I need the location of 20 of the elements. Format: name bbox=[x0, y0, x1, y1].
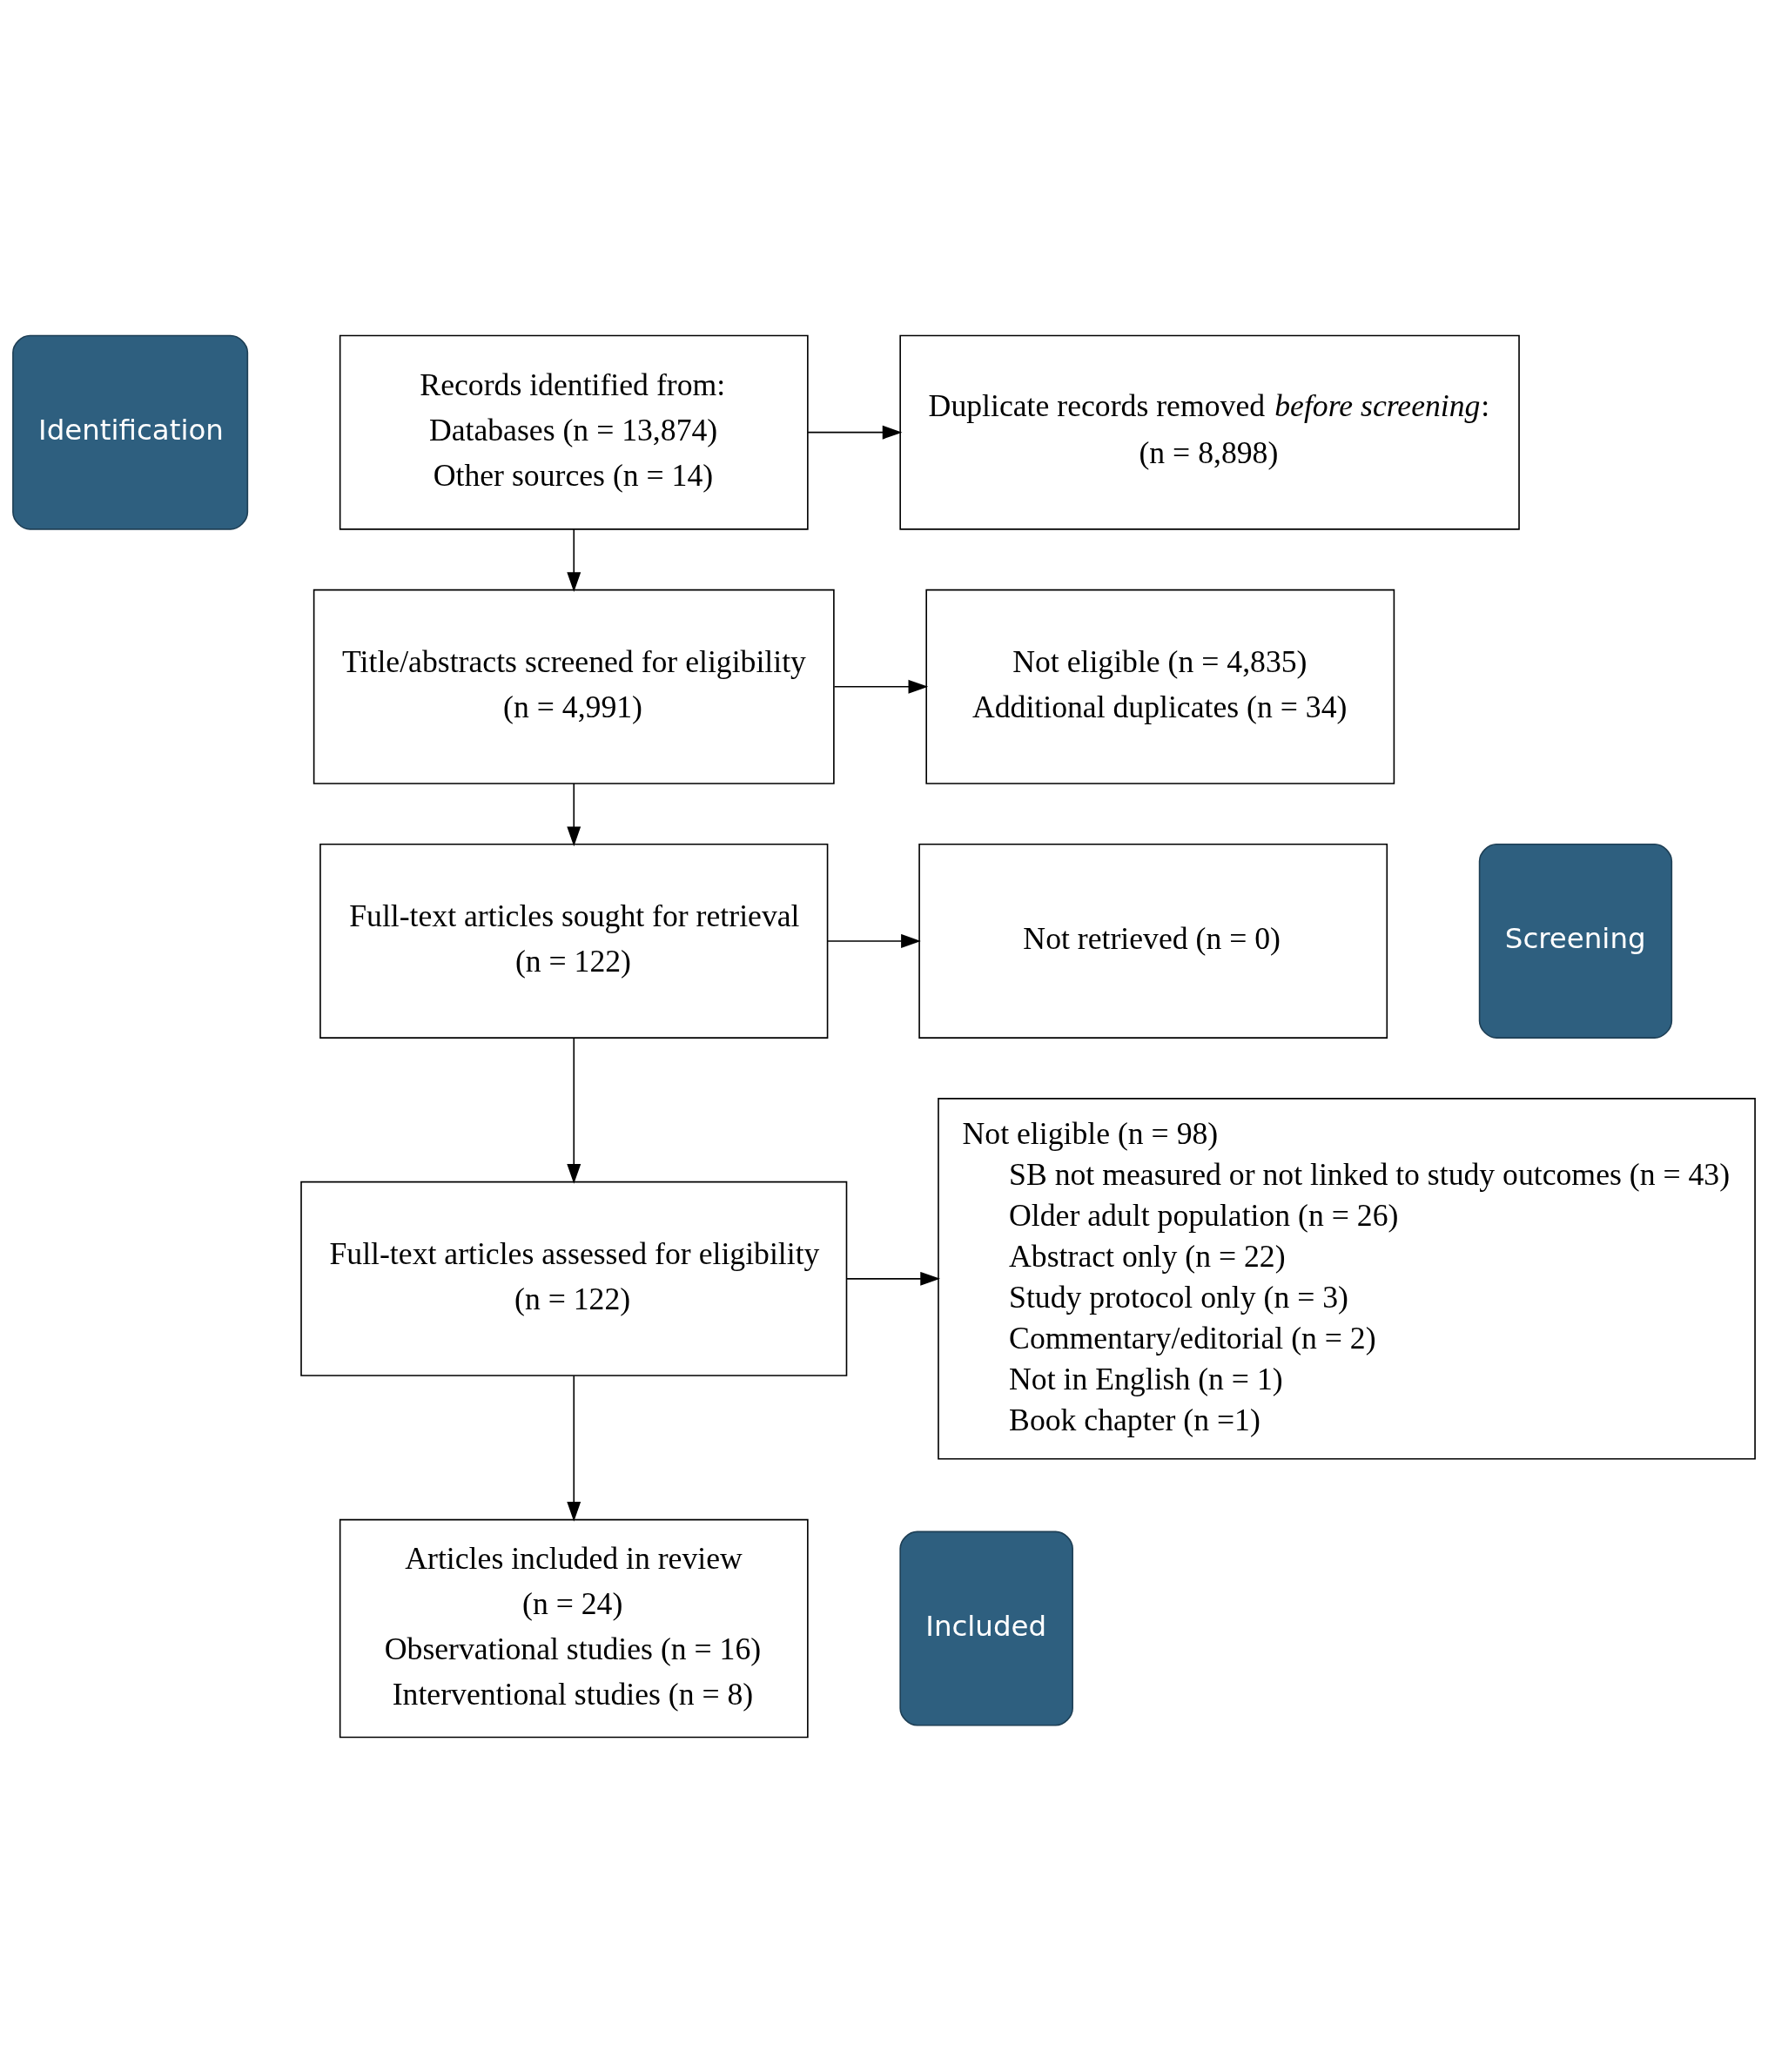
node-box: Title/abstracts screened for eligibility (n = 4,991) bbox=[313, 589, 835, 784]
node-box: Full-text articles sought for retrieval (n = 122) bbox=[319, 843, 829, 1039]
node-box: Articles included in review (n = 24) Observational studies (n = 16) Interventional studies (n = 8) bbox=[339, 1518, 809, 1738]
arrow bbox=[845, 1271, 940, 1286]
node-box: Duplicate records removed before screening: (n = 8,898) bbox=[899, 334, 1520, 530]
node-box: Not eligible (n = 4,835) Additional duplicates (n = 34) bbox=[925, 589, 1395, 784]
node-box: Full-text articles assessed for eligibility (n = 122) bbox=[300, 1181, 848, 1376]
node-box: Not retrieved (n = 0) bbox=[918, 843, 1388, 1039]
arrow bbox=[827, 933, 921, 948]
arrow bbox=[567, 1375, 581, 1522]
node-box: Not eligible (n = 98) SB not measured or not linked to study outcomes (n = 43) Older adult population (n = 26) Abstract only (n = 22) Study protocol only (n = 3) Commentary/editorial (n = 2) Not in English (n = 1) Book chapter (n =1) bbox=[938, 1097, 1756, 1460]
arrow bbox=[833, 679, 929, 694]
arrow bbox=[807, 425, 903, 440]
arrow bbox=[567, 528, 581, 592]
node-box: Records identified from: Databases (n = 13,874) Other sources (n = 14) bbox=[339, 334, 809, 530]
node-box: Screening bbox=[1478, 843, 1673, 1039]
node-box: Identification bbox=[12, 334, 249, 530]
arrow bbox=[567, 782, 581, 846]
arrow bbox=[567, 1037, 581, 1184]
node-box: Included bbox=[899, 1530, 1073, 1726]
